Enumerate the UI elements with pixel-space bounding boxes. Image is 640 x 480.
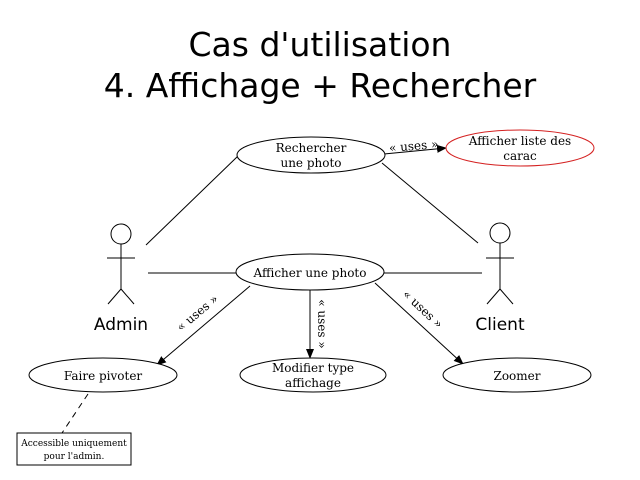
use-case-afficher-photo-ellipse — [235, 253, 385, 291]
association-admin-rechercher — [145, 155, 239, 246]
use-case-rechercher-photo-ellipse — [236, 136, 386, 174]
uses-arrow-rechercher-afficher-liste — [383, 144, 447, 155]
note-admin-only: Accessible uniquement pour l'admin. — [16, 432, 132, 466]
actor-client-right-leg — [499, 288, 514, 305]
use-case-modifier-type-affichage: Modifier type affichage — [239, 357, 387, 393]
uses-label-modifier-type: « uses » — [315, 299, 329, 348]
actor-admin-right-leg — [120, 288, 135, 305]
uses-label-rechercher: « uses » — [388, 137, 439, 155]
use-case-faire-pivoter: Faire pivoter — [28, 357, 178, 393]
diagram-title-line-2: 4. Affichage + Rechercher — [104, 66, 537, 105]
actor-client-head — [489, 222, 511, 244]
actor-client — [486, 222, 514, 305]
uses-arrows — [156, 144, 464, 366]
uses-label-zoomer: « uses » — [400, 287, 446, 331]
actor-admin-left-leg — [107, 288, 122, 305]
association-client-rechercher — [381, 162, 479, 244]
note-text-line-2: pour l'admin. — [44, 452, 105, 462]
uses-arrow-afficher-faire-pivoter — [156, 285, 251, 366]
use-case-modifier-type-affichage-ellipse — [239, 357, 387, 393]
note-box — [16, 432, 132, 466]
uses-arrow-afficher-zoomer — [374, 282, 464, 365]
actor-admin-label: Admin — [94, 315, 148, 335]
use-case-modifier-type-affichage-label-1: Modifier type — [272, 361, 354, 375]
use-case-afficher-liste-carac-label-2: carac — [503, 149, 537, 163]
use-case-faire-pivoter-ellipse — [28, 357, 178, 393]
associations — [145, 155, 482, 274]
note-text-line-1: Accessible uniquement — [20, 439, 127, 449]
use-case-rechercher-photo-label-2: une photo — [280, 156, 341, 170]
use-case-faire-pivoter-label: Faire pivoter — [64, 369, 143, 383]
use-case-afficher-photo: Afficher une photo — [235, 253, 385, 291]
uses-label-faire-pivoter: « uses » — [174, 292, 221, 335]
actor-admin — [107, 223, 135, 305]
actor-client-left-leg — [486, 288, 501, 305]
use-case-zoomer-label: Zoomer — [493, 369, 540, 383]
use-case-zoomer: Zoomer — [442, 357, 592, 393]
use-case-rechercher-photo-label-1: Rechercher — [276, 141, 347, 155]
actor-admin-head — [110, 223, 132, 245]
use-case-afficher-photo-label: Afficher une photo — [253, 266, 367, 280]
use-case-rechercher-photo: Rechercher une photo — [236, 136, 386, 174]
use-case-afficher-liste-carac: Afficher liste des carac — [445, 129, 595, 167]
note-connector — [61, 393, 89, 434]
use-case-afficher-liste-carac-label-1: Afficher liste des — [468, 134, 571, 148]
actor-client-label: Client — [475, 315, 525, 335]
use-case-afficher-liste-carac-ellipse — [445, 129, 595, 167]
use-case-zoomer-ellipse — [442, 357, 592, 393]
diagram-title-line-1: Cas d'utilisation — [189, 25, 452, 64]
use-case-modifier-type-affichage-label-2: affichage — [285, 376, 341, 390]
